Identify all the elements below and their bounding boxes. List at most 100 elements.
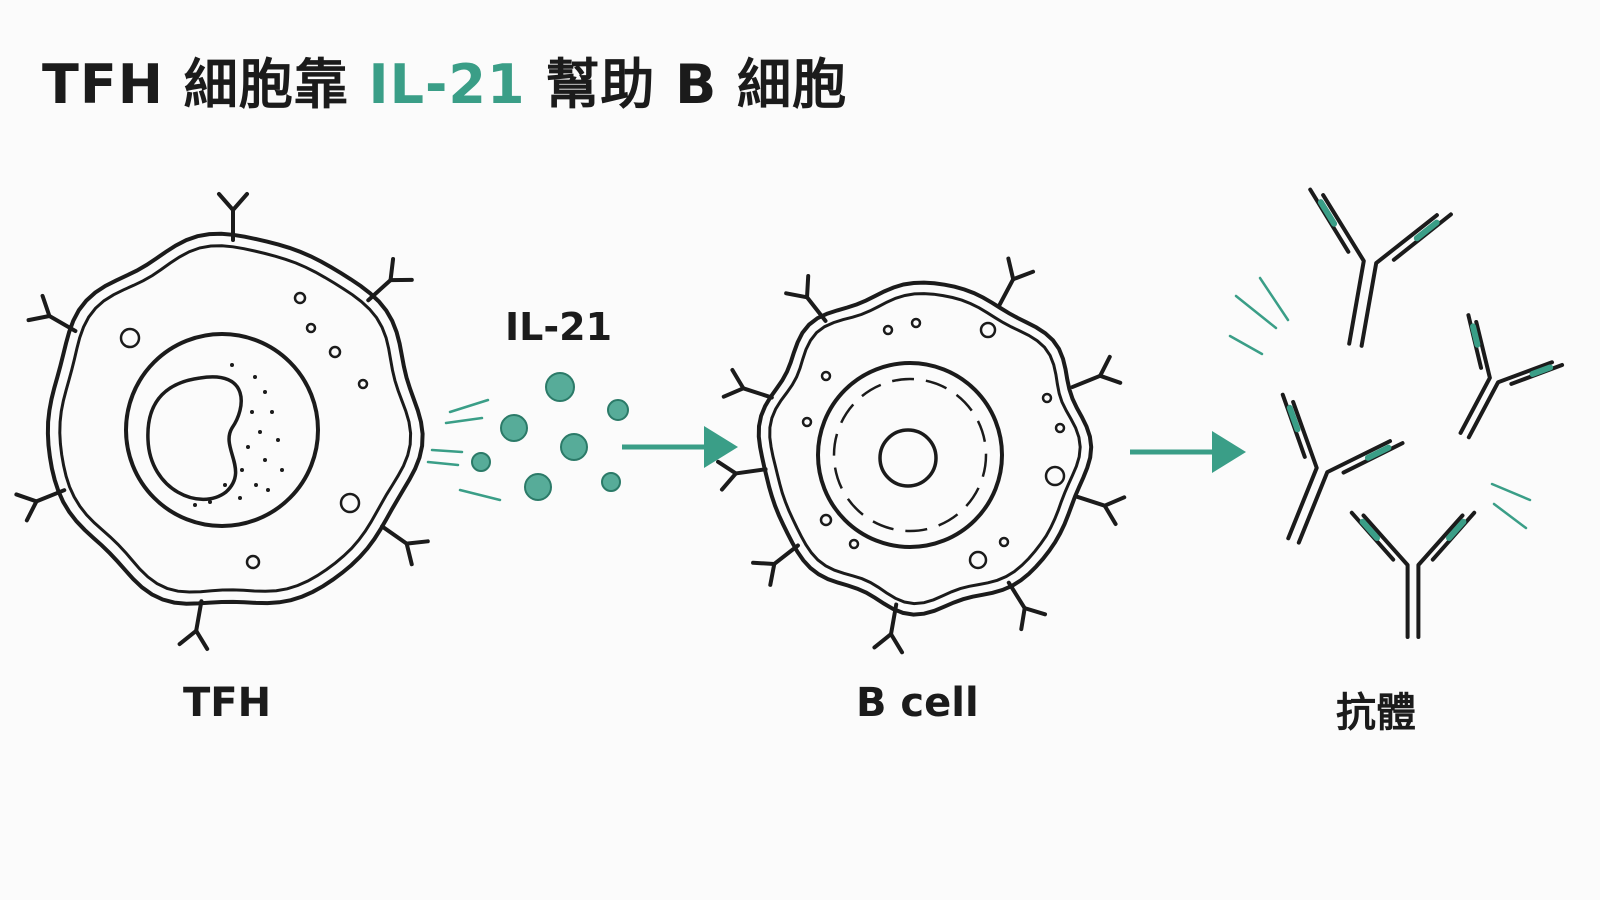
b-cell-membrane-inner <box>768 292 1082 606</box>
receptor-arm <box>768 561 777 587</box>
vesicle <box>848 538 860 550</box>
receptor-arm <box>1098 354 1112 378</box>
receptor-arm <box>40 293 52 318</box>
vesicle <box>293 291 307 305</box>
arrow-head <box>1212 431 1246 473</box>
b-cell-nucleus <box>816 361 1004 549</box>
heavy-chain <box>1286 399 1319 541</box>
granule <box>263 390 267 394</box>
receptor-arm <box>194 628 210 651</box>
receptor-arm <box>1019 606 1027 632</box>
vesicle <box>910 317 922 329</box>
motion-line <box>430 448 464 454</box>
b-cell-nucleolus <box>878 428 938 488</box>
receptor-arm <box>231 192 249 212</box>
receptor-stem <box>733 467 768 476</box>
binding-site <box>1529 364 1554 377</box>
vesicle <box>245 554 261 570</box>
vesicle <box>819 513 833 527</box>
vesicle <box>801 416 813 428</box>
granule <box>280 468 284 472</box>
receptor-arm <box>1102 495 1127 508</box>
receptor-arm <box>404 539 430 546</box>
vesicle <box>968 550 988 570</box>
heavy-chain <box>1296 439 1393 545</box>
granule <box>253 375 257 379</box>
arrow-head <box>704 426 738 468</box>
receptor-arm <box>721 386 746 399</box>
binding-site <box>1413 219 1440 242</box>
b-cell-icon <box>716 256 1127 655</box>
tfh-label: TFH <box>183 680 272 726</box>
receptor-stem <box>194 599 204 633</box>
burst-line <box>1258 276 1290 322</box>
arrow-right-icon <box>622 426 738 468</box>
vesicle <box>979 321 997 339</box>
motion-line <box>458 488 502 502</box>
b-cell-nuclear-envelope <box>832 377 988 533</box>
granule <box>208 500 212 504</box>
title-highlight: IL-21 <box>368 53 526 116</box>
binding-site <box>1359 518 1381 542</box>
motion-line <box>444 416 484 425</box>
antibody <box>1458 313 1565 440</box>
vesicle <box>305 322 317 334</box>
granule <box>238 496 242 500</box>
il21-molecule-icon <box>426 372 629 502</box>
binding-site <box>1286 404 1301 433</box>
receptor-arm <box>716 459 738 476</box>
tfh-nucleolus <box>146 375 243 502</box>
binding-site <box>1364 444 1392 461</box>
receptor-arm <box>1098 373 1123 385</box>
motion-line <box>426 460 460 467</box>
receptor-stem <box>380 524 409 546</box>
page-title: TFH 細胞靠 IL-21 幫助 B 細胞 <box>42 40 847 119</box>
binding-site <box>1445 518 1467 542</box>
antibody <box>1308 187 1453 348</box>
vesicle <box>998 536 1010 548</box>
b-cell-label: B cell <box>856 680 979 726</box>
receptor-arm <box>1011 269 1036 282</box>
tfh-cell-icon <box>14 192 430 651</box>
heavy-chain <box>1466 360 1555 440</box>
heavy-chain <box>1321 193 1366 346</box>
il21-molecule <box>560 433 588 461</box>
granule <box>193 503 197 507</box>
receptor-arm <box>404 541 414 567</box>
burst-line <box>1490 482 1532 502</box>
burst-line <box>1228 334 1264 356</box>
heavy-chain <box>1361 513 1410 640</box>
binding-site <box>1470 323 1481 348</box>
granule <box>230 363 234 367</box>
heavy-chain <box>1416 513 1465 640</box>
il21-molecule <box>500 414 528 442</box>
tfh-nucleus <box>124 332 320 528</box>
il21-label: IL-21 <box>505 305 613 349</box>
receptor-stem <box>1074 494 1107 508</box>
receptor-arm <box>14 492 39 504</box>
vesicle <box>1041 392 1053 404</box>
burst-line <box>1492 502 1528 530</box>
receptor-arm <box>1006 256 1016 282</box>
vesicle <box>882 324 894 336</box>
receptor-arm <box>1022 606 1048 617</box>
receptor-arm <box>751 560 777 566</box>
arrow-right-icon <box>1130 431 1246 473</box>
vesicle <box>820 370 832 382</box>
antibody-label: 抗體 <box>1336 690 1416 736</box>
vesicle <box>339 492 361 514</box>
receptor-arm <box>730 368 746 391</box>
antibody <box>1280 392 1405 545</box>
receptor-arm <box>26 314 52 323</box>
receptor-arm <box>217 192 235 212</box>
receptor-arm <box>24 499 39 523</box>
tfh-membrane-outer <box>45 231 425 606</box>
antibody <box>1349 510 1477 640</box>
receptor-arm <box>805 274 811 300</box>
granule <box>266 488 270 492</box>
vesicle <box>357 378 369 390</box>
burst-line <box>1234 294 1278 330</box>
il21-molecule <box>471 452 491 472</box>
tfh-membrane-inner <box>58 244 413 594</box>
